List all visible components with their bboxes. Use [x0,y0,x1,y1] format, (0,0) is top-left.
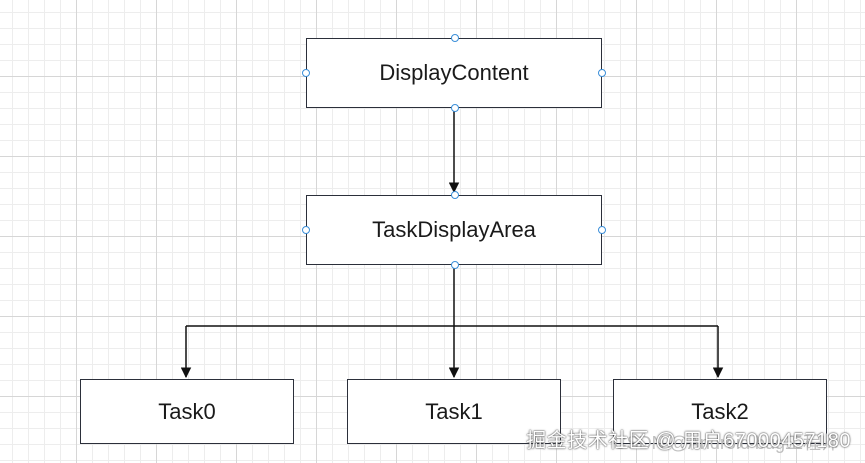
node-task1-label: Task1 [425,398,483,424]
node-task0[interactable]: Task0 [80,379,294,444]
node-task0-label: Task0 [158,398,216,424]
node-task1[interactable]: Task1 [347,379,561,444]
node-displaycontent-label: DisplayContent [379,60,529,85]
watermark-back: CSDN @Android bug工程师 [613,433,839,453]
handle-bottom[interactable] [451,261,459,269]
node-taskdisplayarea-label: TaskDisplayArea [372,217,536,242]
handle-bottom[interactable] [451,104,459,112]
handle-right[interactable] [598,69,606,77]
handle-top[interactable] [451,34,459,42]
handle-right[interactable] [598,226,606,234]
watermark-front: 掘金技术社区 @ 用户67000457180 [526,430,851,452]
handle-top[interactable] [451,191,459,199]
handle-left[interactable] [302,226,310,234]
node-displaycontent[interactable]: DisplayContent [302,34,606,112]
node-task2[interactable]: Task2 [613,379,827,444]
handle-left[interactable] [302,69,310,77]
node-taskdisplayarea[interactable]: TaskDisplayArea [302,191,606,269]
node-task2-label: Task2 [691,398,749,424]
